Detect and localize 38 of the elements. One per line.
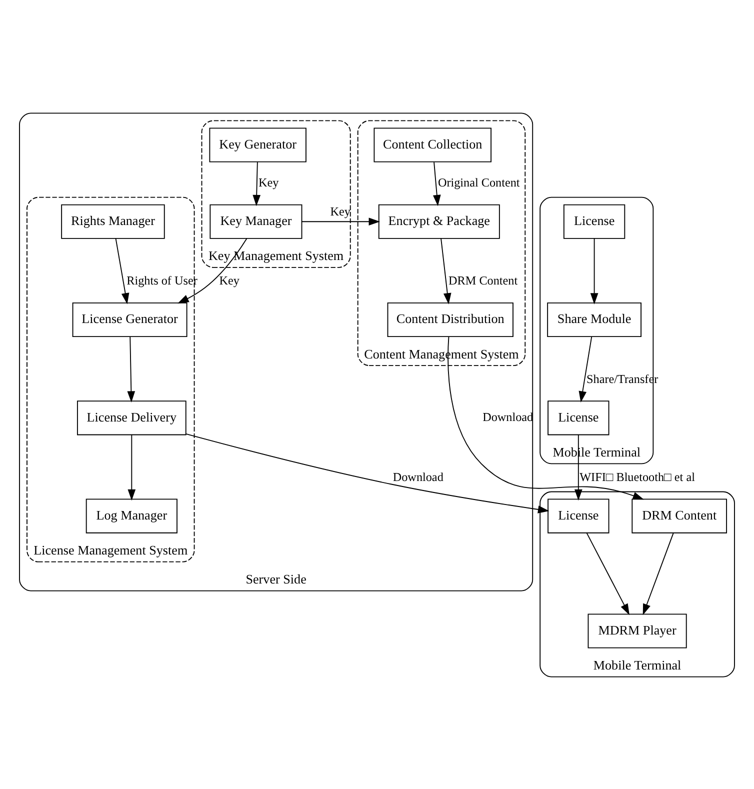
node-box: Content Collection xyxy=(374,127,492,162)
arrow xyxy=(574,434,582,500)
node-box: Share Module xyxy=(547,302,642,337)
edge-label: Rights of User xyxy=(126,273,198,288)
arrow xyxy=(186,432,550,513)
node-box: License Delivery xyxy=(77,400,186,435)
edge-label: Download xyxy=(392,469,444,484)
edge-label: DRM Content xyxy=(448,273,518,288)
edge-label: Key xyxy=(219,273,240,288)
arrow xyxy=(586,532,630,615)
arrow xyxy=(448,336,644,500)
edge-label: Key xyxy=(330,204,350,218)
node-box: DRM Content xyxy=(632,498,728,533)
edge-label: Key xyxy=(258,174,279,189)
arrow xyxy=(115,238,130,304)
node-box: Log Manager xyxy=(86,498,178,533)
node-box: License Generator xyxy=(72,302,188,337)
node-box: Content Distribution xyxy=(387,302,514,337)
node-box: MDRM Player xyxy=(588,613,687,648)
arrow xyxy=(578,336,592,402)
edge-label: WIFI□ Bluetooth□ et al xyxy=(580,469,695,484)
arrow xyxy=(252,161,261,206)
node-box: Key Generator xyxy=(209,127,306,162)
arrow xyxy=(642,532,674,615)
node-box: License xyxy=(548,498,610,533)
arrow xyxy=(302,217,380,226)
arrow xyxy=(178,238,248,303)
arrow xyxy=(590,238,598,304)
node-box: License xyxy=(563,204,626,238)
node-box: License xyxy=(548,400,610,435)
edge-label: Original Content xyxy=(438,174,520,189)
node-box: Key Manager xyxy=(210,204,302,238)
node-box: Rights Manager xyxy=(61,204,165,238)
arrow xyxy=(128,434,136,500)
arrow xyxy=(127,336,136,402)
arrow xyxy=(440,238,452,304)
node-box: Encrypt & Package xyxy=(378,204,500,238)
arrow xyxy=(432,161,441,206)
